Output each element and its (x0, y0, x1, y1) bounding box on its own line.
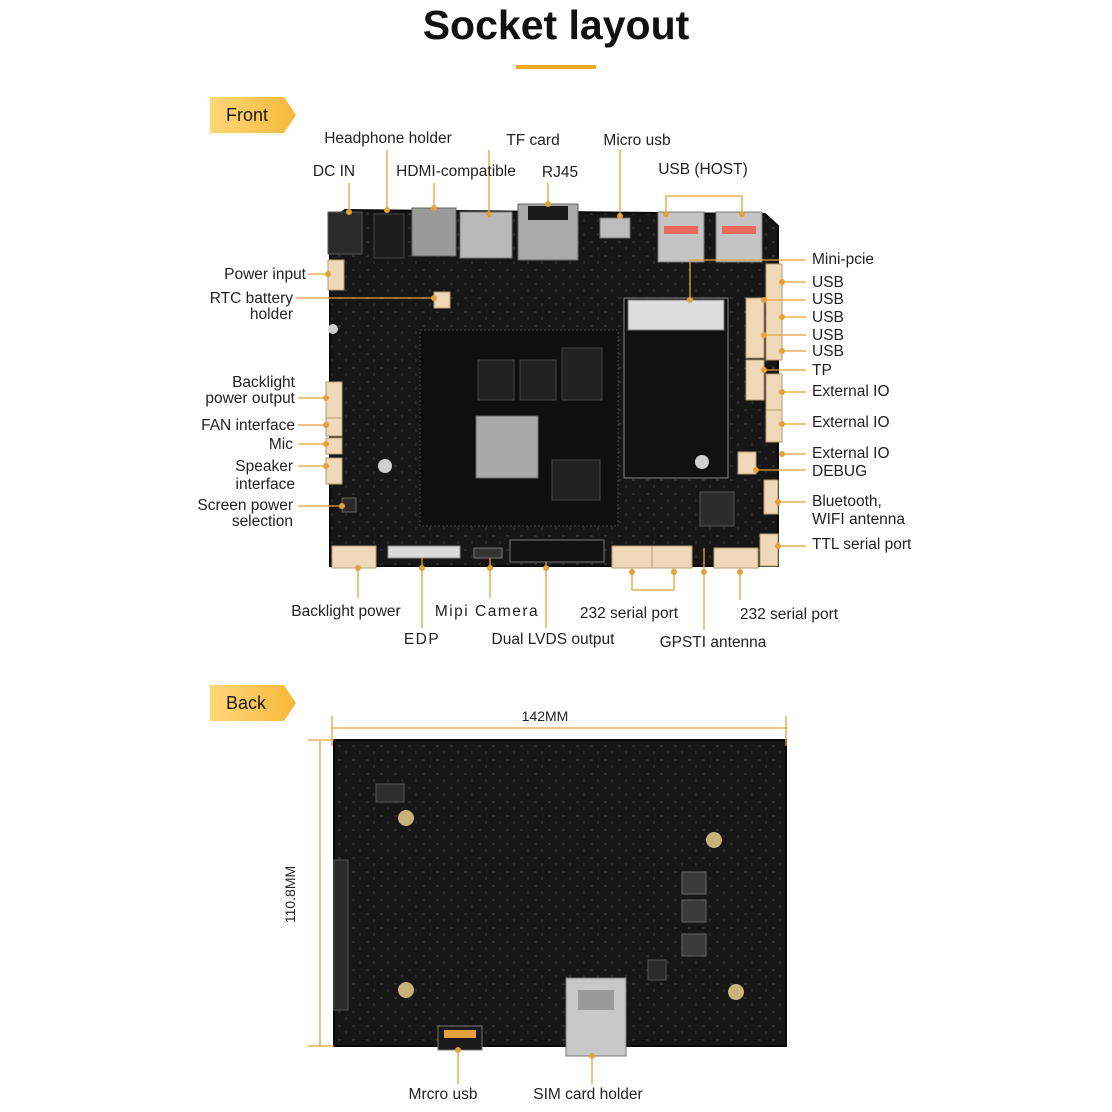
front-leader-dots (323, 201, 785, 575)
label-bluetooth-line2: WIFI antenna (812, 511, 906, 528)
label-tf-card: TF card (506, 132, 560, 149)
label-height-dimension: 110.8MM (282, 865, 299, 924)
label-rtc-battery-line2: holder (249, 306, 293, 323)
label-sim-card-holder: SIM card holder (533, 1086, 643, 1103)
label-backlight-power: Backlight power (291, 603, 401, 620)
label-usb-4: USB (812, 327, 844, 344)
header-speaker (325, 457, 343, 485)
label-232-serial-a: 232 serial port (579, 605, 679, 622)
header-mic (325, 437, 343, 455)
header-tp (745, 359, 765, 401)
label-debug: DEBUG (812, 463, 868, 480)
mipi-connector (473, 547, 503, 559)
label-backlight-output-line2: power output (205, 390, 295, 407)
headphone-jack (373, 213, 405, 259)
tf-card-slot (459, 211, 513, 259)
label-usb-1: USB (812, 274, 844, 291)
label-screen-power-line2: selection (231, 513, 293, 530)
header-fan (325, 417, 343, 437)
label-usb-host: USB (HOST) (658, 161, 748, 178)
front-board (325, 203, 783, 569)
label-headphone-holder: Headphone holder (324, 130, 452, 147)
back-edge-header (333, 859, 349, 1011)
label-usb-2: USB (812, 291, 844, 308)
edp-connector (387, 545, 461, 559)
label-screen-power-line1: Screen power (197, 497, 293, 514)
title-underline (516, 65, 596, 69)
label-edp: EDP (403, 631, 441, 648)
label-fan-interface: FAN interface (201, 417, 295, 434)
label-backlight-output-line1: Backlight (232, 374, 295, 391)
dc-in-jack (327, 211, 363, 255)
rtc-battery-holder (433, 291, 451, 309)
usb-host-port-1 (657, 211, 705, 263)
hdmi-port (411, 207, 457, 257)
label-tp: TP (812, 362, 832, 379)
label-micro-usb: Micro usb (603, 132, 671, 149)
lvds-connector (509, 539, 605, 563)
label-hdmi: HDMI-compatible (396, 163, 516, 180)
header-backlight-power (331, 545, 377, 569)
soc-chip (475, 415, 539, 479)
label-external-io-3: External IO (812, 445, 890, 462)
label-power-input: Power input (224, 266, 306, 283)
label-mic: Mic (268, 436, 293, 453)
micro-usb-port (599, 217, 631, 239)
section-tag-back: Back (210, 685, 296, 721)
label-back-micro-usb: Mrcro usb (408, 1086, 478, 1103)
header-backlight-out (325, 381, 343, 419)
back-board (333, 739, 787, 1057)
label-232-serial-b: 232 serial port (739, 606, 839, 623)
header-232-c (713, 547, 759, 569)
header-usb-2 (745, 297, 765, 359)
section-tag-front: Front (210, 97, 296, 133)
header-232-b (651, 545, 693, 569)
label-dc-in: DC IN (312, 163, 356, 180)
header-io-2 (765, 409, 783, 443)
label-external-io-1: External IO (812, 383, 890, 400)
label-rtc-battery-line1: RTC battery (209, 290, 293, 307)
label-usb-3: USB (812, 309, 844, 326)
label-rj45: RJ45 (541, 164, 579, 181)
page-title: Socket layout (422, 2, 690, 48)
header-ttl (759, 533, 779, 567)
label-ttl-serial: TTL serial port (812, 536, 912, 553)
header-232-a (611, 545, 653, 569)
label-speaker-line1: Speaker (235, 458, 293, 475)
label-external-io-2: External IO (812, 414, 890, 431)
dimension-lines (308, 716, 787, 1084)
header-debug (737, 451, 757, 475)
label-width-dimension: 142MM (521, 708, 569, 724)
label-speaker-line2: interface (235, 476, 295, 493)
usb-host-port-2 (715, 211, 763, 263)
label-bluetooth-line1: Bluetooth, (812, 493, 882, 510)
label-mipi-camera: Mipi Camera (434, 603, 540, 620)
label-mini-pcie: Mini-pcie (812, 251, 875, 268)
label-gpsti-antenna: GPSTI antenna (659, 634, 767, 651)
header-bt (763, 479, 779, 515)
sim-card-holder (565, 977, 627, 1057)
label-usb-5: USB (812, 343, 844, 360)
label-dual-lvds: Dual LVDS output (491, 631, 615, 648)
front-leader-lines (296, 150, 806, 630)
